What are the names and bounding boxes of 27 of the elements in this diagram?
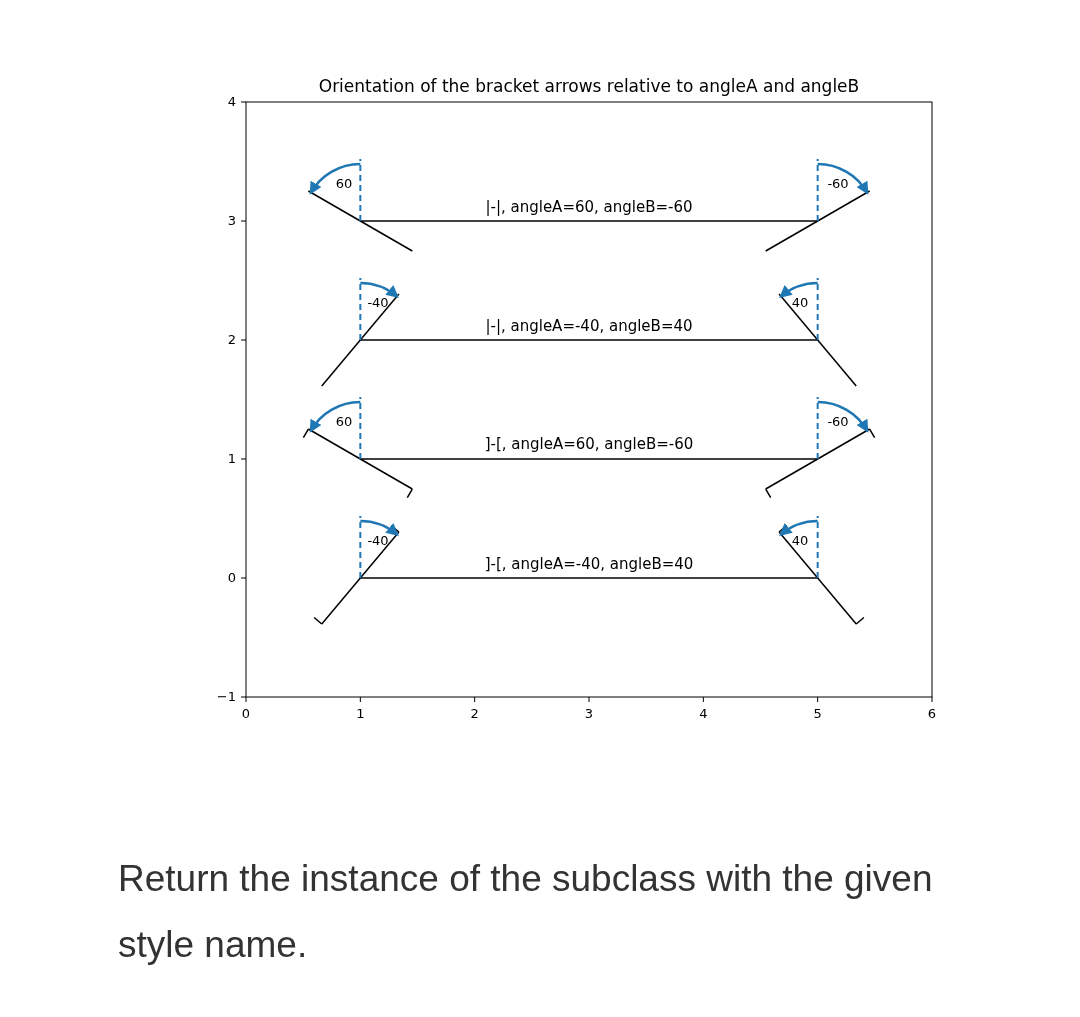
- arrow-style-label: ]-[, angleA=60, angleB=-60: [484, 433, 694, 455]
- chart-title: Orientation of the bracket arrows relative to angleA and angleB: [317, 75, 861, 98]
- tick-label: −1: [216, 688, 236, 707]
- tick-label: 4: [227, 93, 236, 112]
- angle-label: 60: [335, 413, 353, 432]
- arrow-style-label: |-|, angleA=60, angleB=-60: [485, 196, 693, 218]
- angle-label: 40: [791, 294, 809, 313]
- tick-label: 5: [813, 705, 822, 724]
- tick-label: 0: [227, 569, 236, 588]
- tick-label: 6: [927, 705, 937, 724]
- tick-label: 3: [227, 212, 236, 231]
- angle-label: -40: [367, 532, 389, 551]
- tick-label: 4: [699, 705, 708, 724]
- tick-label: 1: [356, 705, 365, 724]
- angle-label: 40: [791, 532, 809, 551]
- angle-label: -60: [827, 175, 849, 194]
- tick-label: 3: [584, 705, 594, 724]
- caption: Return the instance of the subclass with the given style name.: [118, 857, 934, 967]
- angle-label: -40: [367, 294, 389, 313]
- angle-label: 60: [335, 175, 353, 194]
- arrow-style-label: ]-[, angleA=-40, angleB=40: [484, 553, 694, 575]
- tick-label: 2: [227, 331, 236, 350]
- tick-label: 2: [470, 705, 479, 724]
- angle-label: -60: [827, 413, 849, 432]
- tick-label: 0: [241, 705, 251, 724]
- tick-label: 1: [227, 450, 236, 469]
- arrow-style-label: |-|, angleA=-40, angleB=40: [485, 315, 693, 337]
